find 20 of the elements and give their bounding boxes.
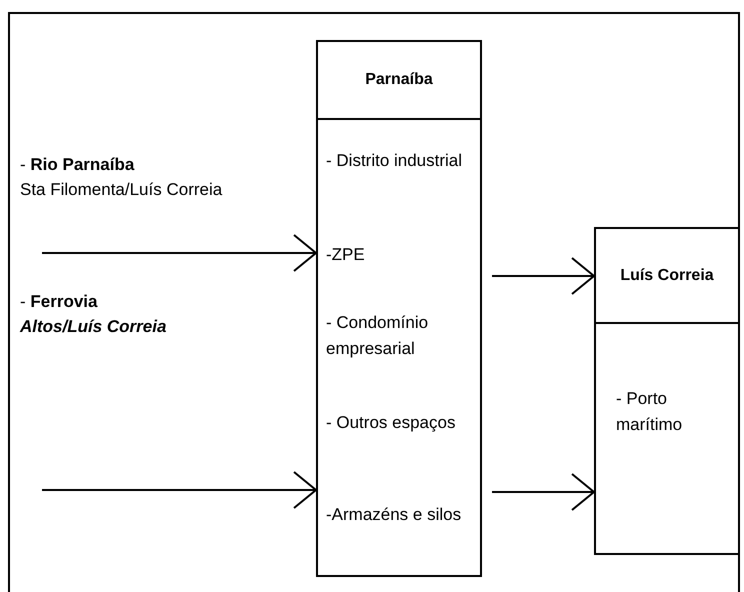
compartment-box [594,322,740,555]
arrow [42,471,317,509]
list-item: - Distrito industrial [326,150,464,172]
arrow [492,257,595,295]
arrow [492,473,595,511]
route-label: Altos/Luís Correia [20,316,166,338]
header-box [316,40,482,120]
heading: Luís Correia [620,266,714,286]
list-item: - Porto marítimo [616,388,684,436]
list-item: -ZPE [326,244,366,266]
route-label: - Ferrovia [20,291,98,313]
heading: Parnaíba [365,70,433,90]
list-item: - Condomínio empresarial [326,312,430,360]
route-label: - Rio Parnaíba [20,154,134,176]
arrow [42,234,317,272]
list-item: - Outros espaços [326,412,456,434]
compartment-box [316,118,482,577]
route-label: Sta Filomenta/Luís Correia [20,179,222,201]
header-box [594,227,740,324]
list-item: -Armazéns e silos [326,504,462,526]
